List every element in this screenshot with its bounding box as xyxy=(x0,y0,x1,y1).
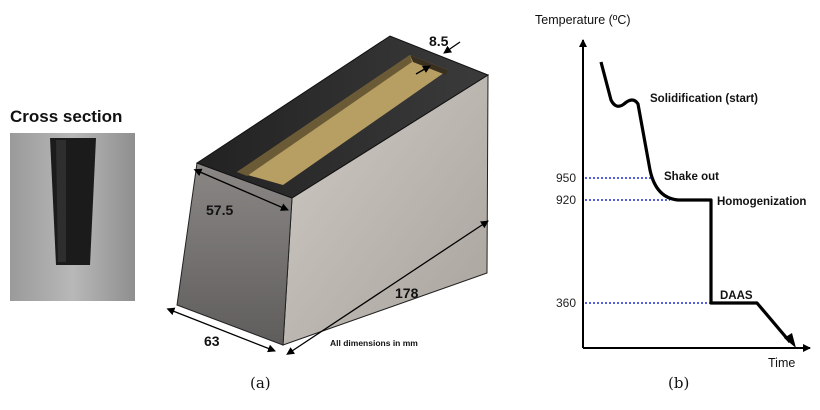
dim-top-width: 57.5 xyxy=(206,202,233,218)
heat-treatment-chart: Temperature (ºC) Time 950 920 360 Solidi… xyxy=(535,13,811,370)
tick-920: 920 xyxy=(556,193,576,207)
label-homogenization: Homogenization xyxy=(717,196,806,208)
units-note: All dimensions in mm xyxy=(330,338,418,348)
tick-360: 360 xyxy=(556,296,576,310)
caption-a: (a) xyxy=(250,374,271,392)
curve-arrowhead xyxy=(784,333,796,348)
cross-section-title: Cross section xyxy=(10,107,122,126)
mold-3d-model xyxy=(176,35,490,346)
dim-arrow-base-width xyxy=(166,307,276,353)
temperature-curve xyxy=(599,61,792,344)
dim-arrow-wall-outer xyxy=(443,41,461,54)
x-axis-label: Time xyxy=(768,356,795,370)
label-daas: DAAS xyxy=(720,290,753,302)
dim-arrow-length xyxy=(286,220,489,355)
caption-b: (b) xyxy=(668,374,689,392)
dim-base-width: 63 xyxy=(204,333,220,349)
dim-arrow-wall-inner xyxy=(415,65,431,75)
cross-section-image xyxy=(10,133,135,301)
dim-wall: 8.5 xyxy=(429,33,449,49)
label-solidification: Solidification (start) xyxy=(650,93,758,105)
dim-length: 178 xyxy=(395,285,419,301)
y-axis-label: Temperature (ºC) xyxy=(535,13,631,27)
tick-950: 950 xyxy=(556,171,576,185)
label-shake-out: Shake out xyxy=(664,171,719,183)
dim-arrow-top-width xyxy=(193,168,289,211)
